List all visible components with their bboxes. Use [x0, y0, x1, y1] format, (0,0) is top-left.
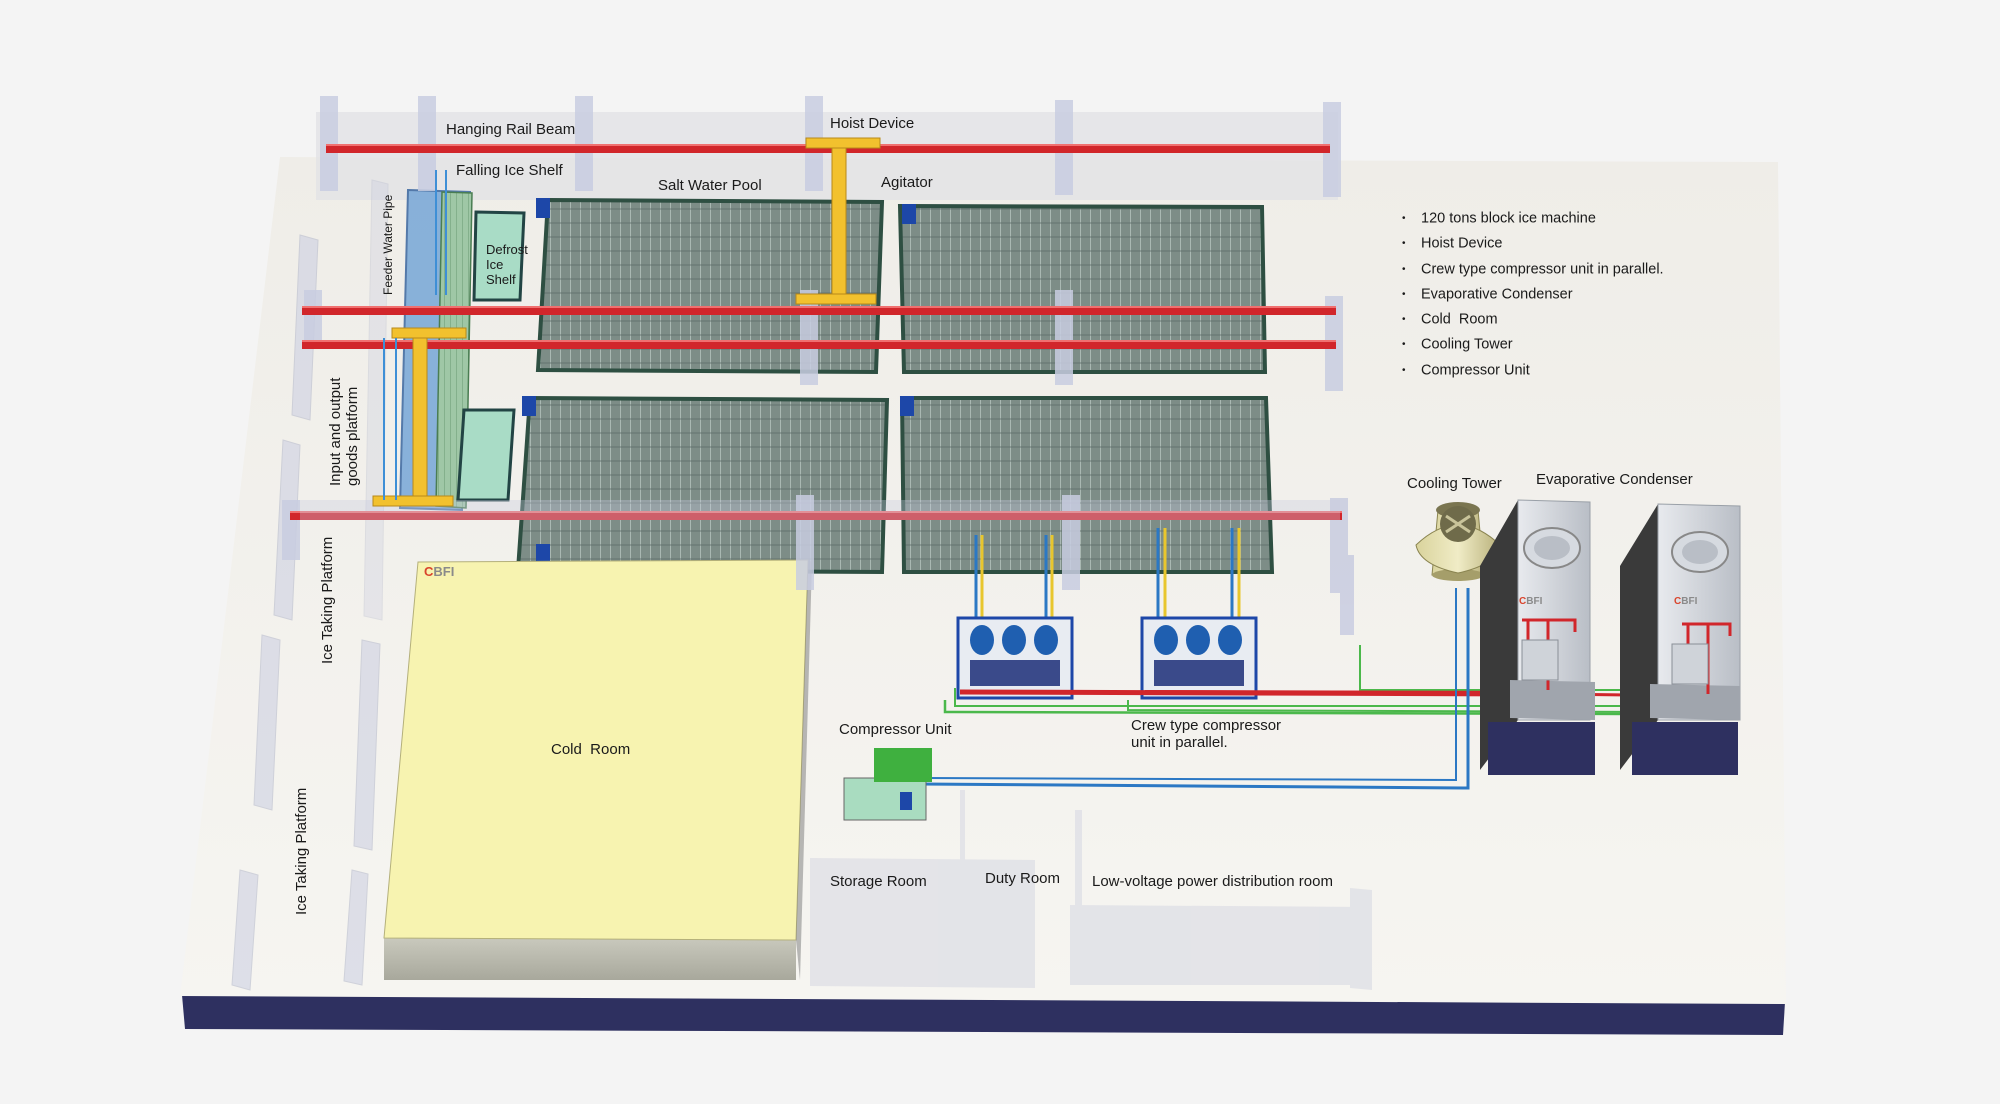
- label-duty-room: Duty Room: [985, 870, 1061, 887]
- label-salt-water-pool: Salt Water Pool: [658, 177, 762, 194]
- legend-item: Crew type compressor unit in parallel.: [1402, 257, 1664, 282]
- brand-mark-cold-room: CBFI: [424, 564, 454, 579]
- base-slab-front: [182, 995, 1785, 1035]
- ladders: [383, 170, 447, 500]
- label-hoist-device: Hoist Device: [830, 115, 915, 132]
- label-low-voltage-room: Low-voltage power distribution room: [1092, 873, 1333, 890]
- agitator-motors: [522, 198, 916, 562]
- legend-item: Cooling Tower: [1402, 332, 1664, 357]
- floor-back-wall: [316, 112, 1338, 200]
- pool-top-right: [897, 203, 1268, 374]
- brand-mark-condenser-2: CBFI: [1674, 596, 1697, 607]
- brand-rest: BFI: [1526, 596, 1543, 607]
- evaporative-condensers: [1480, 499, 1741, 775]
- pool-bottom-left: [515, 395, 890, 575]
- brand-prefix: C: [1519, 596, 1527, 607]
- brand-mark-condenser-1: CBFI: [1519, 596, 1542, 607]
- defrost-ice-shelf: [472, 210, 526, 302]
- brand-prefix: C: [1674, 596, 1682, 607]
- label-defrost-ice-shelf: Defrost Ice Shelf: [486, 242, 528, 287]
- parallel-compressor-units: [956, 528, 1258, 700]
- label-evaporative-condenser: Evaporative Condenser: [1536, 471, 1693, 488]
- label-crew-compressor: Crew type compressor unit in parallel.: [1131, 717, 1282, 751]
- label-agitator: Agitator: [881, 174, 933, 191]
- salt-water-pools: [515, 197, 1275, 575]
- brand-prefix: C: [424, 564, 434, 579]
- legend-item: Evaporative Condenser: [1402, 282, 1664, 307]
- brand-rest: BFI: [1681, 596, 1698, 607]
- legend-item: Cold Room: [1402, 307, 1664, 332]
- compressor-unit-box: [843, 748, 932, 821]
- label-storage-room: Storage Room: [830, 873, 927, 890]
- label-feeder-water-pipe: Feeder Water Pipe: [381, 194, 395, 295]
- legend-item: Hoist Device: [1402, 231, 1664, 256]
- cooling-tower-shape: [1415, 502, 1501, 581]
- label-cold-room: Cold Room: [551, 741, 631, 758]
- label-ice-taking-platform-lower: Ice Taking Platform: [293, 787, 310, 915]
- label-compressor-unit: Compressor Unit: [839, 721, 952, 738]
- legend-item: Compressor Unit: [1402, 358, 1664, 383]
- defrost-ice-shelf-lower: [456, 408, 516, 502]
- hoist-devices: [372, 137, 881, 507]
- brand-rest: BFI: [433, 564, 455, 579]
- legend-item: 120 tons block ice machine: [1402, 206, 1664, 231]
- label-cooling-tower: Cooling Tower: [1407, 475, 1502, 492]
- cold-room-box: [383, 559, 812, 980]
- label-hanging-rail-beam: Hanging Rail Beam: [446, 121, 576, 138]
- label-ice-taking-platform-upper: Ice Taking Platform: [319, 536, 336, 664]
- legend-list: 120 tons block ice machine Hoist Device …: [1402, 206, 1664, 383]
- pool-bottom-right: [899, 396, 1275, 574]
- label-input-output-platform: Input and output goods platform: [327, 377, 361, 486]
- label-falling-ice-shelf: Falling Ice Shelf: [456, 162, 563, 179]
- room-walls: [810, 790, 1372, 990]
